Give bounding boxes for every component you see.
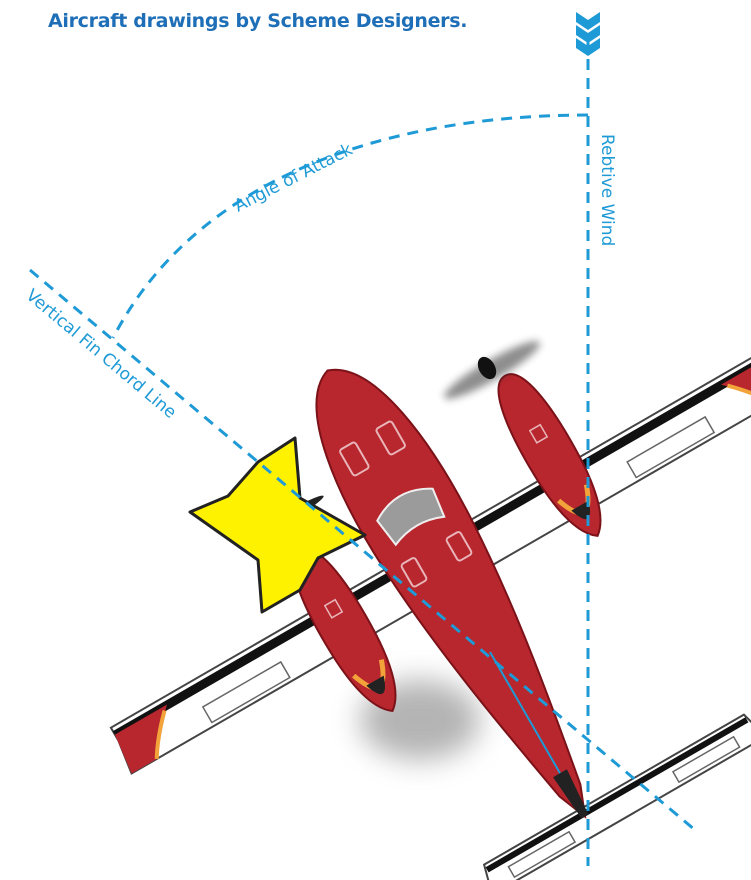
chevron-down-fletching-icon [576, 12, 600, 56]
vertical-fin-chord-line-label: Vertical Fin Chord Line [22, 286, 180, 423]
relative-wind-label: Rebtive Wind [597, 134, 617, 246]
angle-of-attack-label: Angle of Attack [231, 140, 356, 217]
